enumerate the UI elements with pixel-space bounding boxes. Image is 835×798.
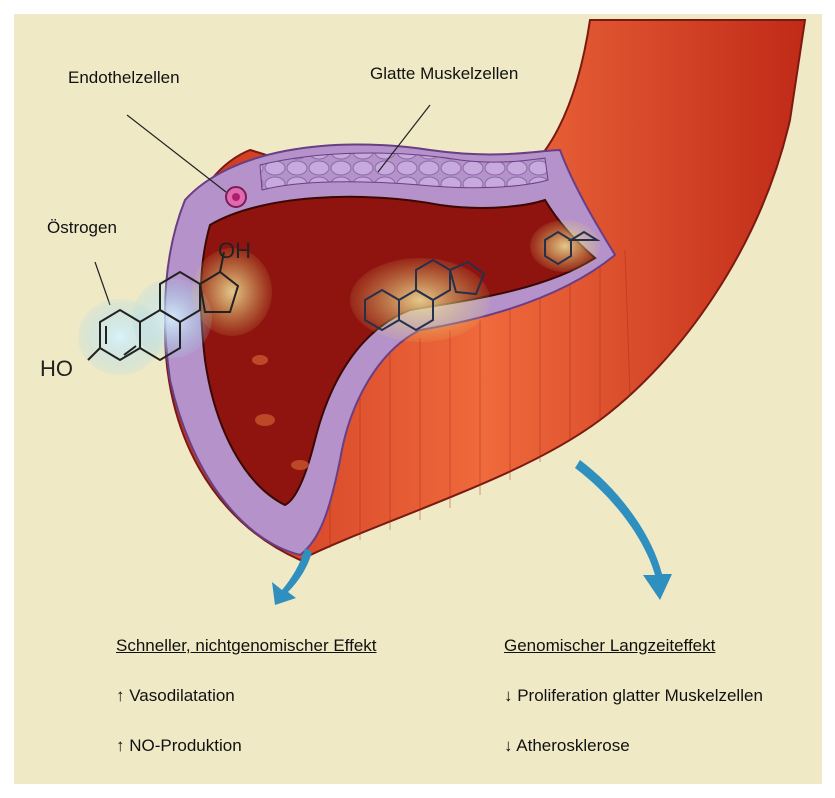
header-fast-effect: Schneller, nichtgenomischer Effekt xyxy=(116,636,377,656)
header-genomic-effect: Genomischer Langzeiteffekt xyxy=(504,636,715,656)
fast-effect-item: ↑ Vasodilatation xyxy=(116,686,235,706)
label-endothelial-cells: Endothelzellen xyxy=(68,68,180,88)
molecule-glow-lumen xyxy=(350,258,490,342)
hydroxyl-top: OH xyxy=(218,238,251,264)
arrow-right xyxy=(575,460,672,600)
fast-effect-item: ↑ NO-Produktion xyxy=(116,736,242,756)
label-estrogen: Östrogen xyxy=(47,218,117,238)
hydroxyl-left: HO xyxy=(40,356,73,382)
genomic-effect-item: ↓ Atherosklerose xyxy=(504,736,630,756)
label-smooth-muscle-cells: Glatte Muskelzellen xyxy=(370,64,518,84)
genomic-effect-item: ↓ Proliferation glatter Muskelzellen xyxy=(504,686,763,706)
molecule-glow-lumen-2 xyxy=(530,220,600,272)
